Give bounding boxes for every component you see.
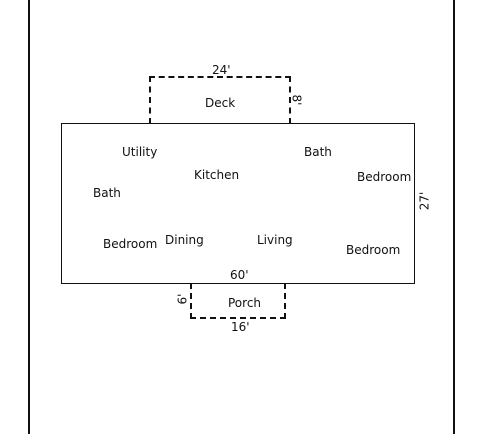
- room-label-bath-right: Bath: [304, 145, 332, 159]
- room-label-living: Living: [257, 233, 293, 247]
- room-label-dining: Dining: [165, 233, 204, 247]
- house-outline: [61, 123, 415, 284]
- porch-width-dimension: 16': [231, 320, 250, 334]
- porch-outline: [190, 283, 286, 319]
- house-depth-dimension: 27': [417, 191, 432, 211]
- room-label-bedroom-right-bottom: Bedroom: [346, 243, 401, 257]
- deck-width-dimension: 24': [212, 63, 231, 77]
- room-label-bedroom-right-top: Bedroom: [357, 170, 412, 184]
- room-label-utility: Utility: [122, 145, 158, 159]
- room-label-bath-left: Bath: [93, 186, 121, 200]
- deck-depth-dimension: 8': [289, 94, 304, 106]
- deck-outline: [149, 76, 291, 124]
- porch-depth-dimension: 6': [175, 293, 190, 305]
- room-label-kitchen: Kitchen: [194, 168, 240, 182]
- porch-label: Porch: [228, 296, 262, 310]
- deck-label: Deck: [205, 96, 236, 110]
- room-label-bedroom-left: Bedroom: [103, 237, 158, 251]
- lot-boundary: [28, 0, 455, 434]
- house-width-dimension: 60': [230, 268, 249, 282]
